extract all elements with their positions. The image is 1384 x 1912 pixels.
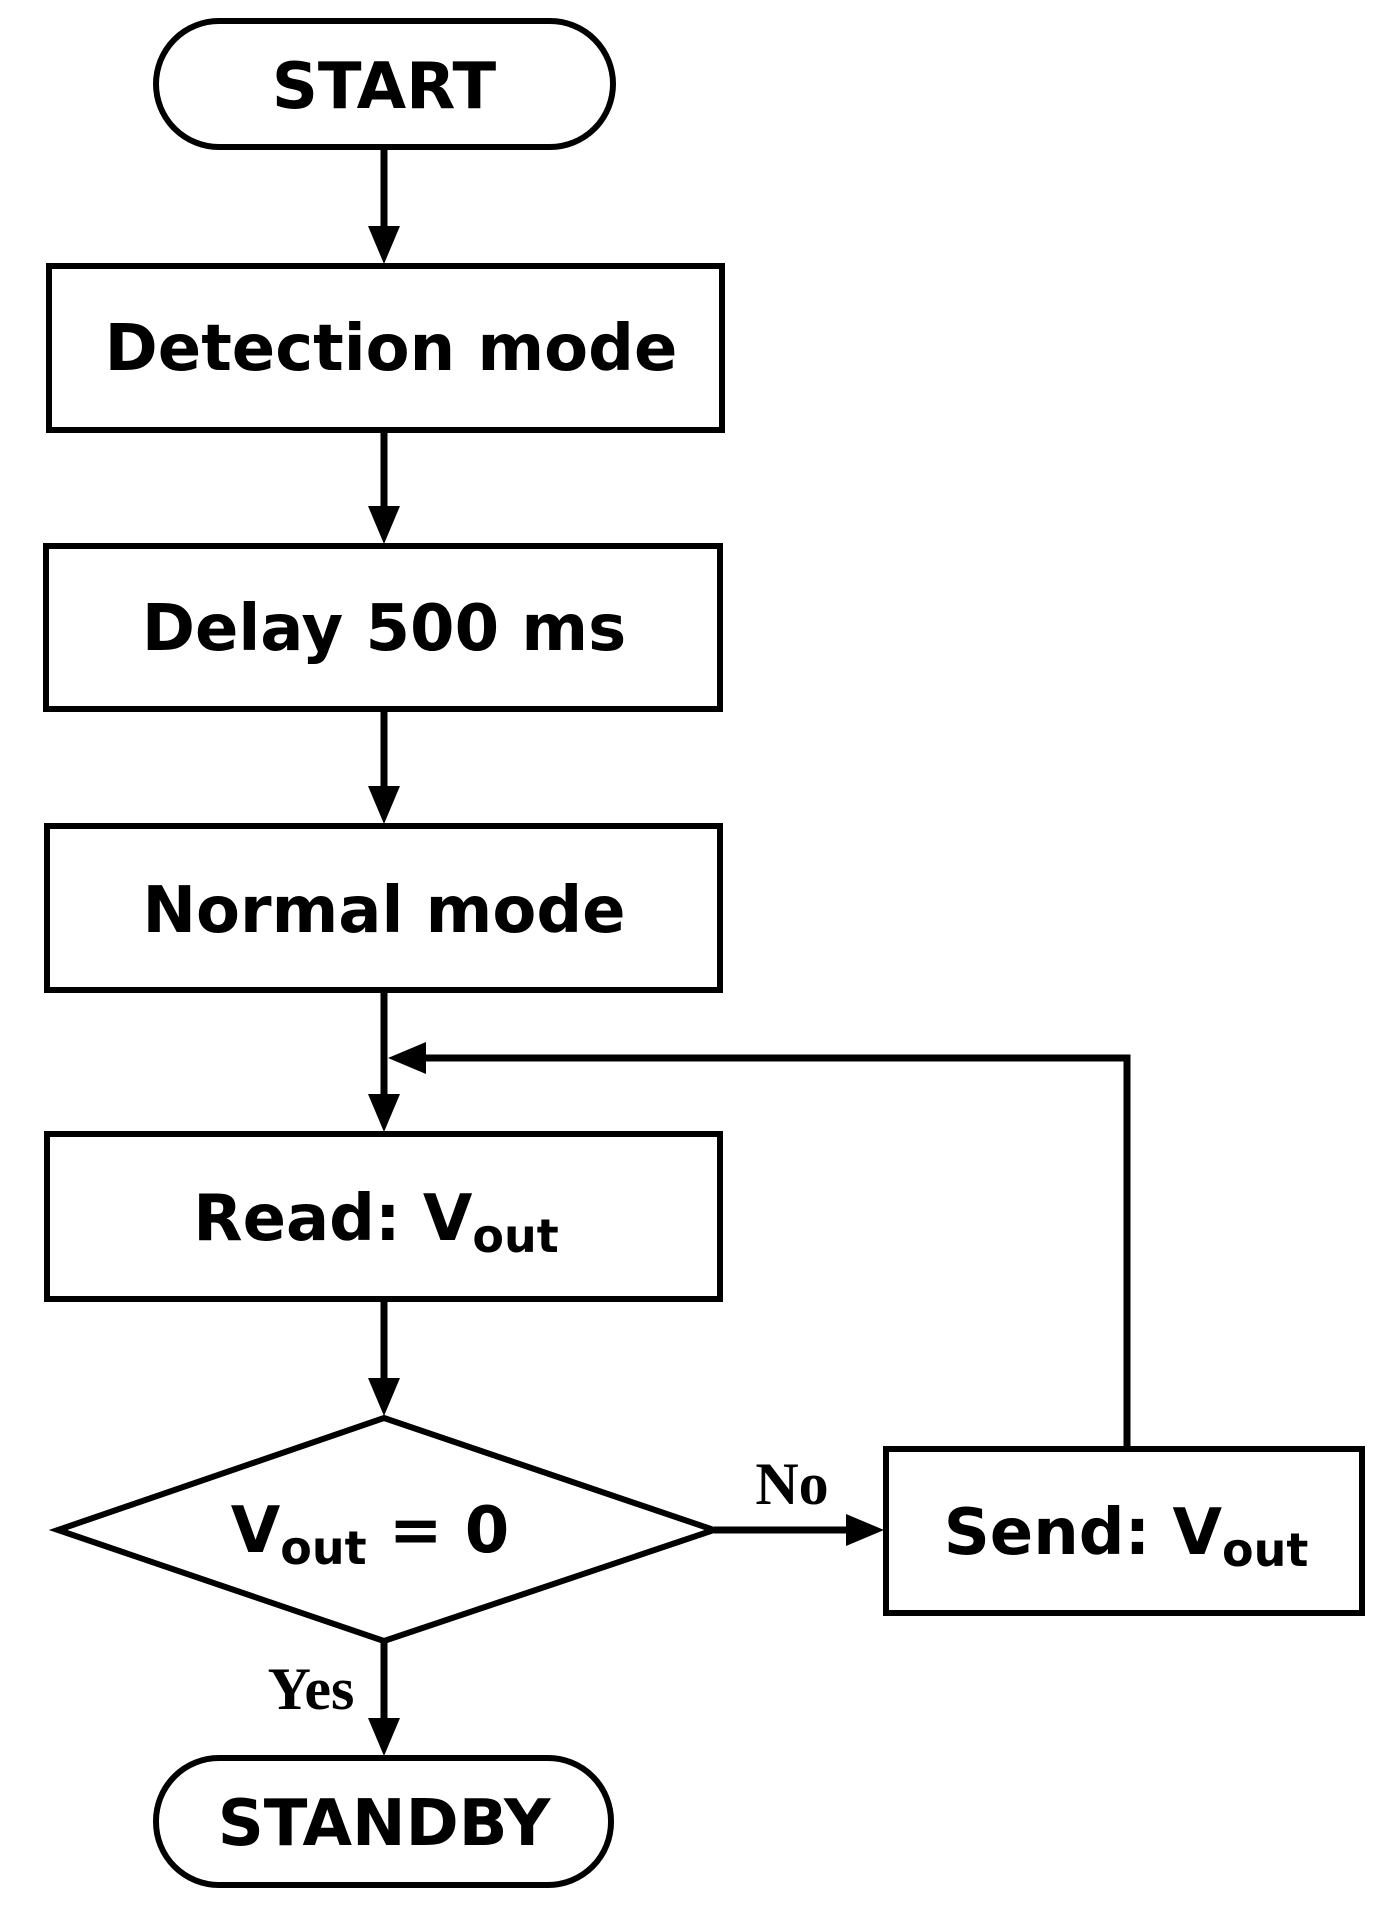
read-vout-label: Read: Vout: [193, 1182, 558, 1263]
send-vout-box: [883, 1446, 1365, 1616]
standby-terminator: [153, 1755, 614, 1888]
send-prefix: Send:: [944, 1496, 1173, 1570]
decision-v: V: [231, 1494, 281, 1568]
start-label: START: [272, 50, 497, 124]
standby-label: STANDBY: [218, 1787, 551, 1861]
detection-mode-label: Detection mode: [105, 312, 678, 386]
arrowhead-read: [368, 1094, 400, 1132]
normal-mode-label: Normal mode: [142, 874, 625, 948]
arrowhead-standby: [368, 1718, 400, 1756]
detection-mode-box: [46, 263, 725, 433]
arrowhead-send: [846, 1514, 884, 1546]
read-prefix: Read:: [193, 1182, 423, 1256]
arrowhead-decision: [368, 1378, 400, 1416]
send-v: V: [1172, 1496, 1222, 1570]
read-v: V: [423, 1182, 473, 1256]
read-v-subscript: out: [472, 1209, 558, 1263]
normal-mode-box: [44, 823, 723, 993]
decision-v-subscript: out: [280, 1521, 366, 1575]
delay-label: Delay 500 ms: [142, 592, 626, 666]
arrowhead-delay: [368, 506, 400, 544]
decision-label: Vout = 0: [231, 1494, 510, 1575]
loop-back-line: [420, 1054, 1131, 1449]
arrowhead-loop: [388, 1042, 426, 1074]
read-vout-box: [44, 1131, 723, 1302]
arrowhead-detection: [368, 226, 400, 264]
send-vout-label: Send: Vout: [944, 1496, 1309, 1577]
yes-label: Yes: [268, 1656, 355, 1722]
send-v-subscript: out: [1222, 1523, 1308, 1577]
no-label: No: [755, 1451, 828, 1517]
decision-equals: = 0: [367, 1494, 510, 1568]
arrowhead-normal: [368, 786, 400, 824]
